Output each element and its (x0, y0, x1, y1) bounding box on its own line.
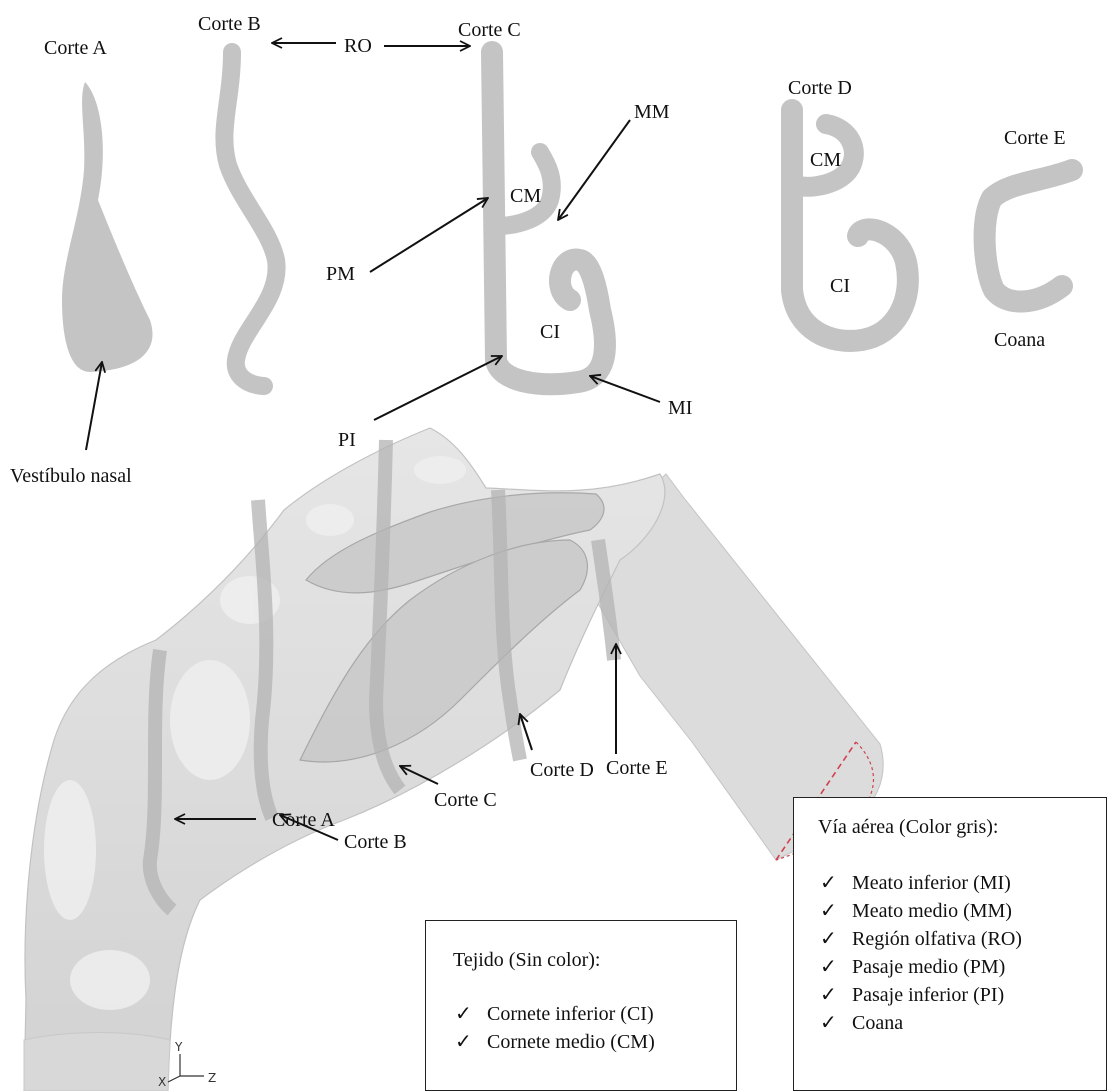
arrow-pi (374, 356, 502, 420)
check-icon: ✓ (820, 1009, 837, 1037)
label-mi: MI (668, 397, 692, 419)
legend-airway-item: ✓Meato inferior (MI) (818, 869, 1106, 897)
label-pi: PI (338, 429, 356, 451)
legend-tissue-item: ✓Cornete medio (CM) (453, 1028, 736, 1056)
legend-tissue: Tejido (Sin color): ✓Cornete inferior (C… (425, 920, 737, 1091)
label-ci-c: CI (540, 321, 560, 343)
axes-triad: Y X Z (158, 1038, 238, 1090)
arrow-pm (370, 198, 488, 272)
check-icon: ✓ (455, 1000, 472, 1028)
model-marker-b: Corte B (344, 831, 407, 853)
axis-y-label: Y (174, 1040, 183, 1054)
check-icon: ✓ (820, 897, 837, 925)
model-marker-a: Corte A (272, 809, 335, 831)
label-cm-d: CM (810, 149, 841, 171)
section-b-title: Corte B (198, 13, 261, 35)
legend-tissue-title: Tejido (Sin color): (453, 949, 736, 972)
legend-airway-item: ✓Región olfativa (RO) (818, 925, 1106, 953)
model-marker-d: Corte D (530, 759, 594, 781)
section-d-title: Corte D (788, 77, 852, 99)
axis-z-label: Z (208, 1071, 216, 1085)
check-icon: ✓ (820, 981, 837, 1009)
label-ci-d: CI (830, 275, 850, 297)
legend-airway-item: ✓Pasaje medio (PM) (818, 953, 1106, 981)
model-marker-e: Corte E (606, 757, 668, 779)
label-cm-c: CM (510, 185, 541, 207)
label-ro: RO (344, 35, 372, 57)
arrow-mm (558, 120, 630, 220)
check-icon: ✓ (820, 925, 837, 953)
section-shapes (62, 52, 1072, 386)
legend-airway: Vía aérea (Color gris): ✓Meato inferior … (793, 797, 1107, 1091)
axis-x-label: X (158, 1075, 166, 1089)
section-a-shape (62, 82, 153, 372)
legend-airway-item: ✓Pasaje inferior (PI) (818, 981, 1106, 1009)
legend-airway-title: Vía aérea (Color gris): (818, 816, 1106, 839)
label-vestibulo: Vestíbulo nasal (10, 465, 132, 487)
label-mm: MM (634, 101, 670, 123)
label-pm: PM (326, 263, 355, 285)
section-a-title: Corte A (44, 37, 107, 59)
arrow-mi (590, 376, 660, 402)
arrow-vestibulo (86, 362, 102, 450)
legend-tissue-item: ✓Cornete inferior (CI) (453, 1000, 736, 1028)
nostril-tube (24, 1033, 170, 1091)
check-icon: ✓ (820, 869, 837, 897)
section-c-title: Corte C (458, 19, 521, 41)
legend-airway-item: ✓Coana (818, 1009, 1106, 1037)
legend-airway-list: ✓Meato inferior (MI) ✓Meato medio (MM) ✓… (818, 869, 1106, 1037)
label-coana: Coana (994, 329, 1045, 351)
legend-airway-item: ✓Meato medio (MM) (818, 897, 1106, 925)
legend-tissue-list: ✓Cornete inferior (CI) ✓Cornete medio (C… (453, 1000, 736, 1056)
model-marker-c: Corte C (434, 789, 497, 811)
section-e-shape (985, 170, 1072, 302)
check-icon: ✓ (820, 953, 837, 981)
check-icon: ✓ (455, 1028, 472, 1056)
section-e-title: Corte E (1004, 127, 1066, 149)
section-b-shape (224, 52, 276, 386)
